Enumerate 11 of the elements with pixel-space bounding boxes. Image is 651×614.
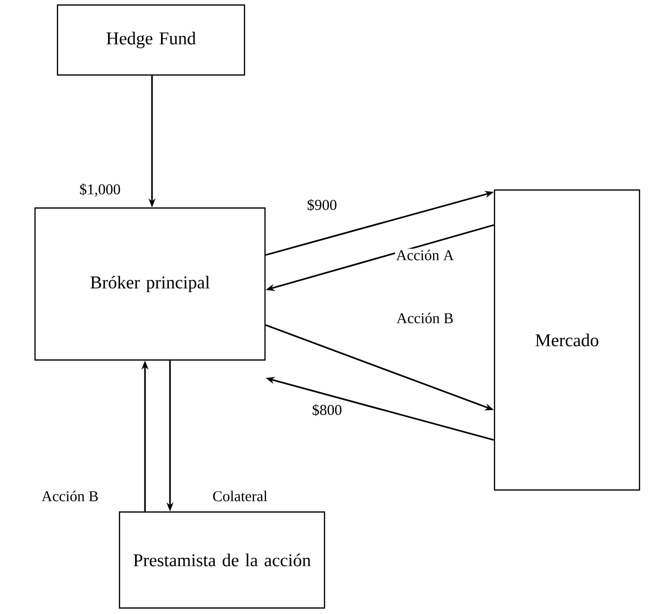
edge-label: $900 — [306, 198, 338, 212]
edge-label: Colateral — [212, 490, 268, 502]
edge-label: Acción B — [40, 490, 100, 502]
box: Mercado — [494, 189, 640, 491]
box: Hedge Fund — [56, 4, 246, 76]
box: Bróker principal — [34, 207, 266, 361]
edge-label: Acción B — [395, 312, 455, 324]
edge-label: Acción A — [395, 248, 455, 262]
edge-label: $1,000 — [78, 182, 122, 198]
box: Prestamista de la acción — [118, 511, 326, 609]
edge-label: $800 — [311, 403, 343, 417]
